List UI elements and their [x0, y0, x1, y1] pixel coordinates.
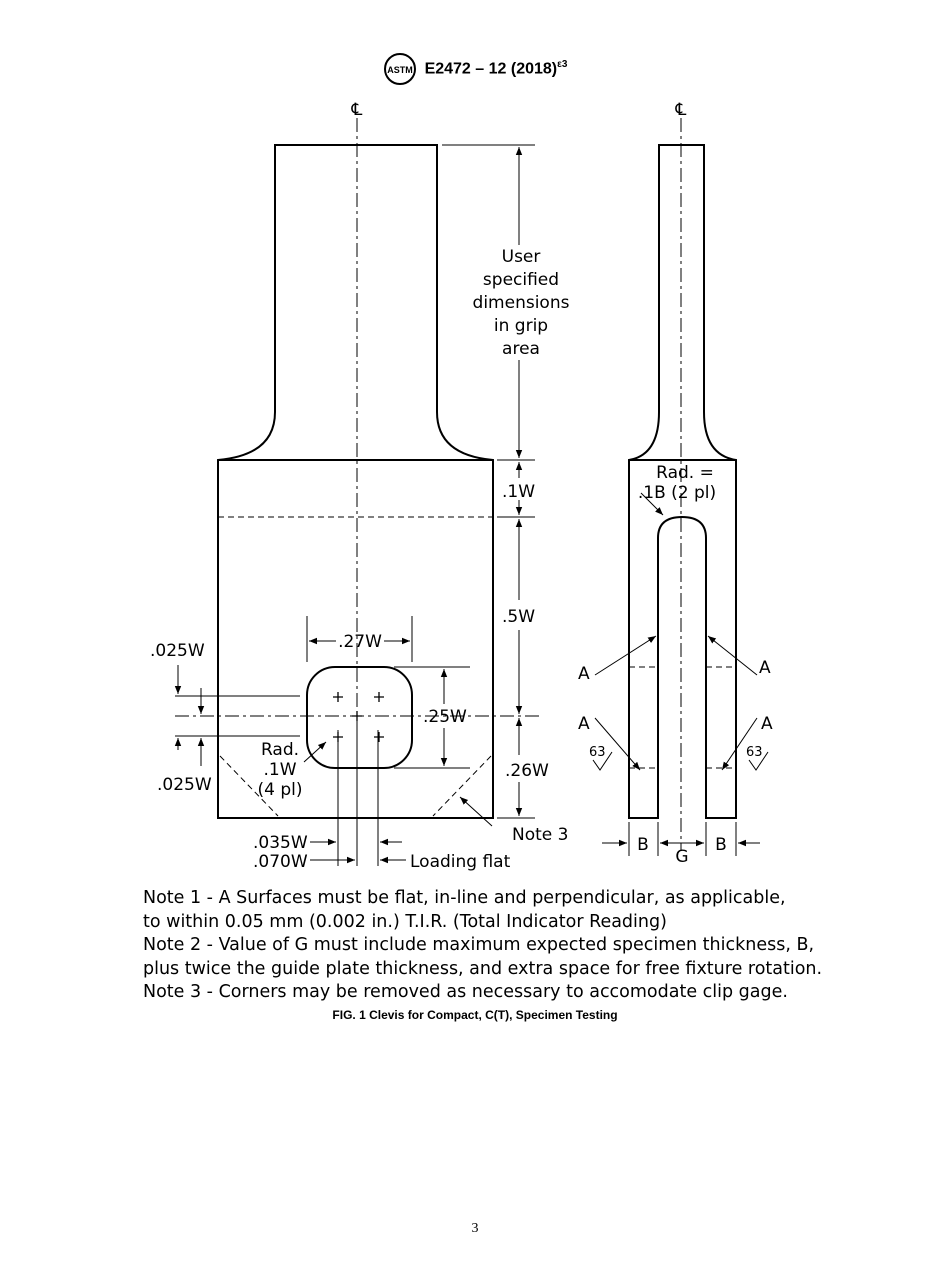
note-line-3: Note 2 - Value of G must include maximum… — [143, 935, 815, 955]
figure-notes: Note 1 - A Surfaces must be flat, in-lin… — [143, 887, 843, 1005]
note-line-2: to within 0.05 mm (0.002 in.) T.I.R. (To… — [143, 911, 667, 932]
rad-slot-line-2: .1B (2 pl) — [638, 483, 716, 503]
grip-label-line-5: area — [502, 339, 540, 359]
finish-63-label-right: 63 — [746, 745, 763, 760]
note-line-1: Note 1 - A Surfaces must be flat, in-lin… — [143, 888, 786, 908]
note-line-5: Note 3 - Corners may be removed as neces… — [143, 982, 788, 1002]
rad-corner-line-3: (4 pl) — [258, 780, 303, 800]
surface-finish-symbol-right — [748, 751, 769, 771]
loading-hole — [306, 666, 413, 769]
corner-chamfer-left — [219, 755, 279, 817]
clevis-front-outline — [217, 144, 494, 819]
astm-logo-text: ASTM — [387, 65, 413, 75]
dim-0025w-bottom-label: .025W — [157, 775, 212, 795]
finish-63-label-left: 63 — [589, 745, 606, 760]
note3-label: Note 3 — [512, 825, 568, 845]
front-centerline-symbol: ℄ — [351, 100, 363, 120]
surface-finish-symbol-left — [592, 751, 613, 771]
grip-label-line-3: dimensions — [473, 293, 570, 313]
dim-0070w-label: .070W — [253, 852, 308, 872]
grip-label-line-1: User — [502, 247, 541, 267]
rad-corner-line-1: Rad. — [261, 740, 299, 760]
figure-caption: FIG. 1 Clevis for Compact, C(T), Specime… — [332, 1008, 618, 1022]
grip-label-line-4: in grip — [494, 316, 548, 336]
page-header: ASTM E2472 – 12 (2018)ε3 — [0, 52, 950, 86]
dim-0025w-top-label: .025W — [150, 641, 205, 661]
dim-027w-label: .27W — [338, 632, 382, 652]
surface-a-label-1: A — [578, 664, 590, 684]
g-label: G — [675, 847, 688, 867]
surface-a-label-2: A — [759, 658, 771, 678]
corner-chamfer-right — [432, 755, 492, 817]
page-number: 3 — [471, 1221, 479, 1236]
designation-text: E2472 – 12 (2018) — [424, 60, 558, 78]
grip-label-line-2: specified — [483, 270, 559, 290]
astm-logo: ASTM — [383, 53, 416, 85]
b-label-right: B — [715, 835, 727, 855]
dim-025w-slot-label: .25W — [423, 707, 467, 727]
surface-a-label-4: A — [761, 714, 773, 734]
rad-corner-line-2: .1W — [263, 760, 296, 780]
b-label-left: B — [637, 835, 649, 855]
dim-01w-label: .1W — [502, 482, 535, 502]
loading-flat-label: Loading flat — [410, 852, 511, 872]
side-centerline-symbol: ℄ — [675, 100, 687, 120]
surface-a-label-3: A — [578, 714, 590, 734]
dim-026w-label: .26W — [505, 761, 549, 781]
designation-superscript: ε3 — [557, 59, 568, 71]
note-line-4: plus twice the guide plate thickness, an… — [143, 958, 823, 979]
dim-05w-label: .5W — [502, 607, 535, 627]
rad-slot-line-1: Rad. = — [656, 463, 714, 483]
clevis-side-outline — [628, 144, 737, 819]
standard-designation: E2472 – 12 (2018)ε3 — [425, 59, 568, 78]
clevis-drawing: ℄ ℄ — [150, 100, 773, 872]
dim-0035w-label: .035W — [253, 833, 308, 853]
